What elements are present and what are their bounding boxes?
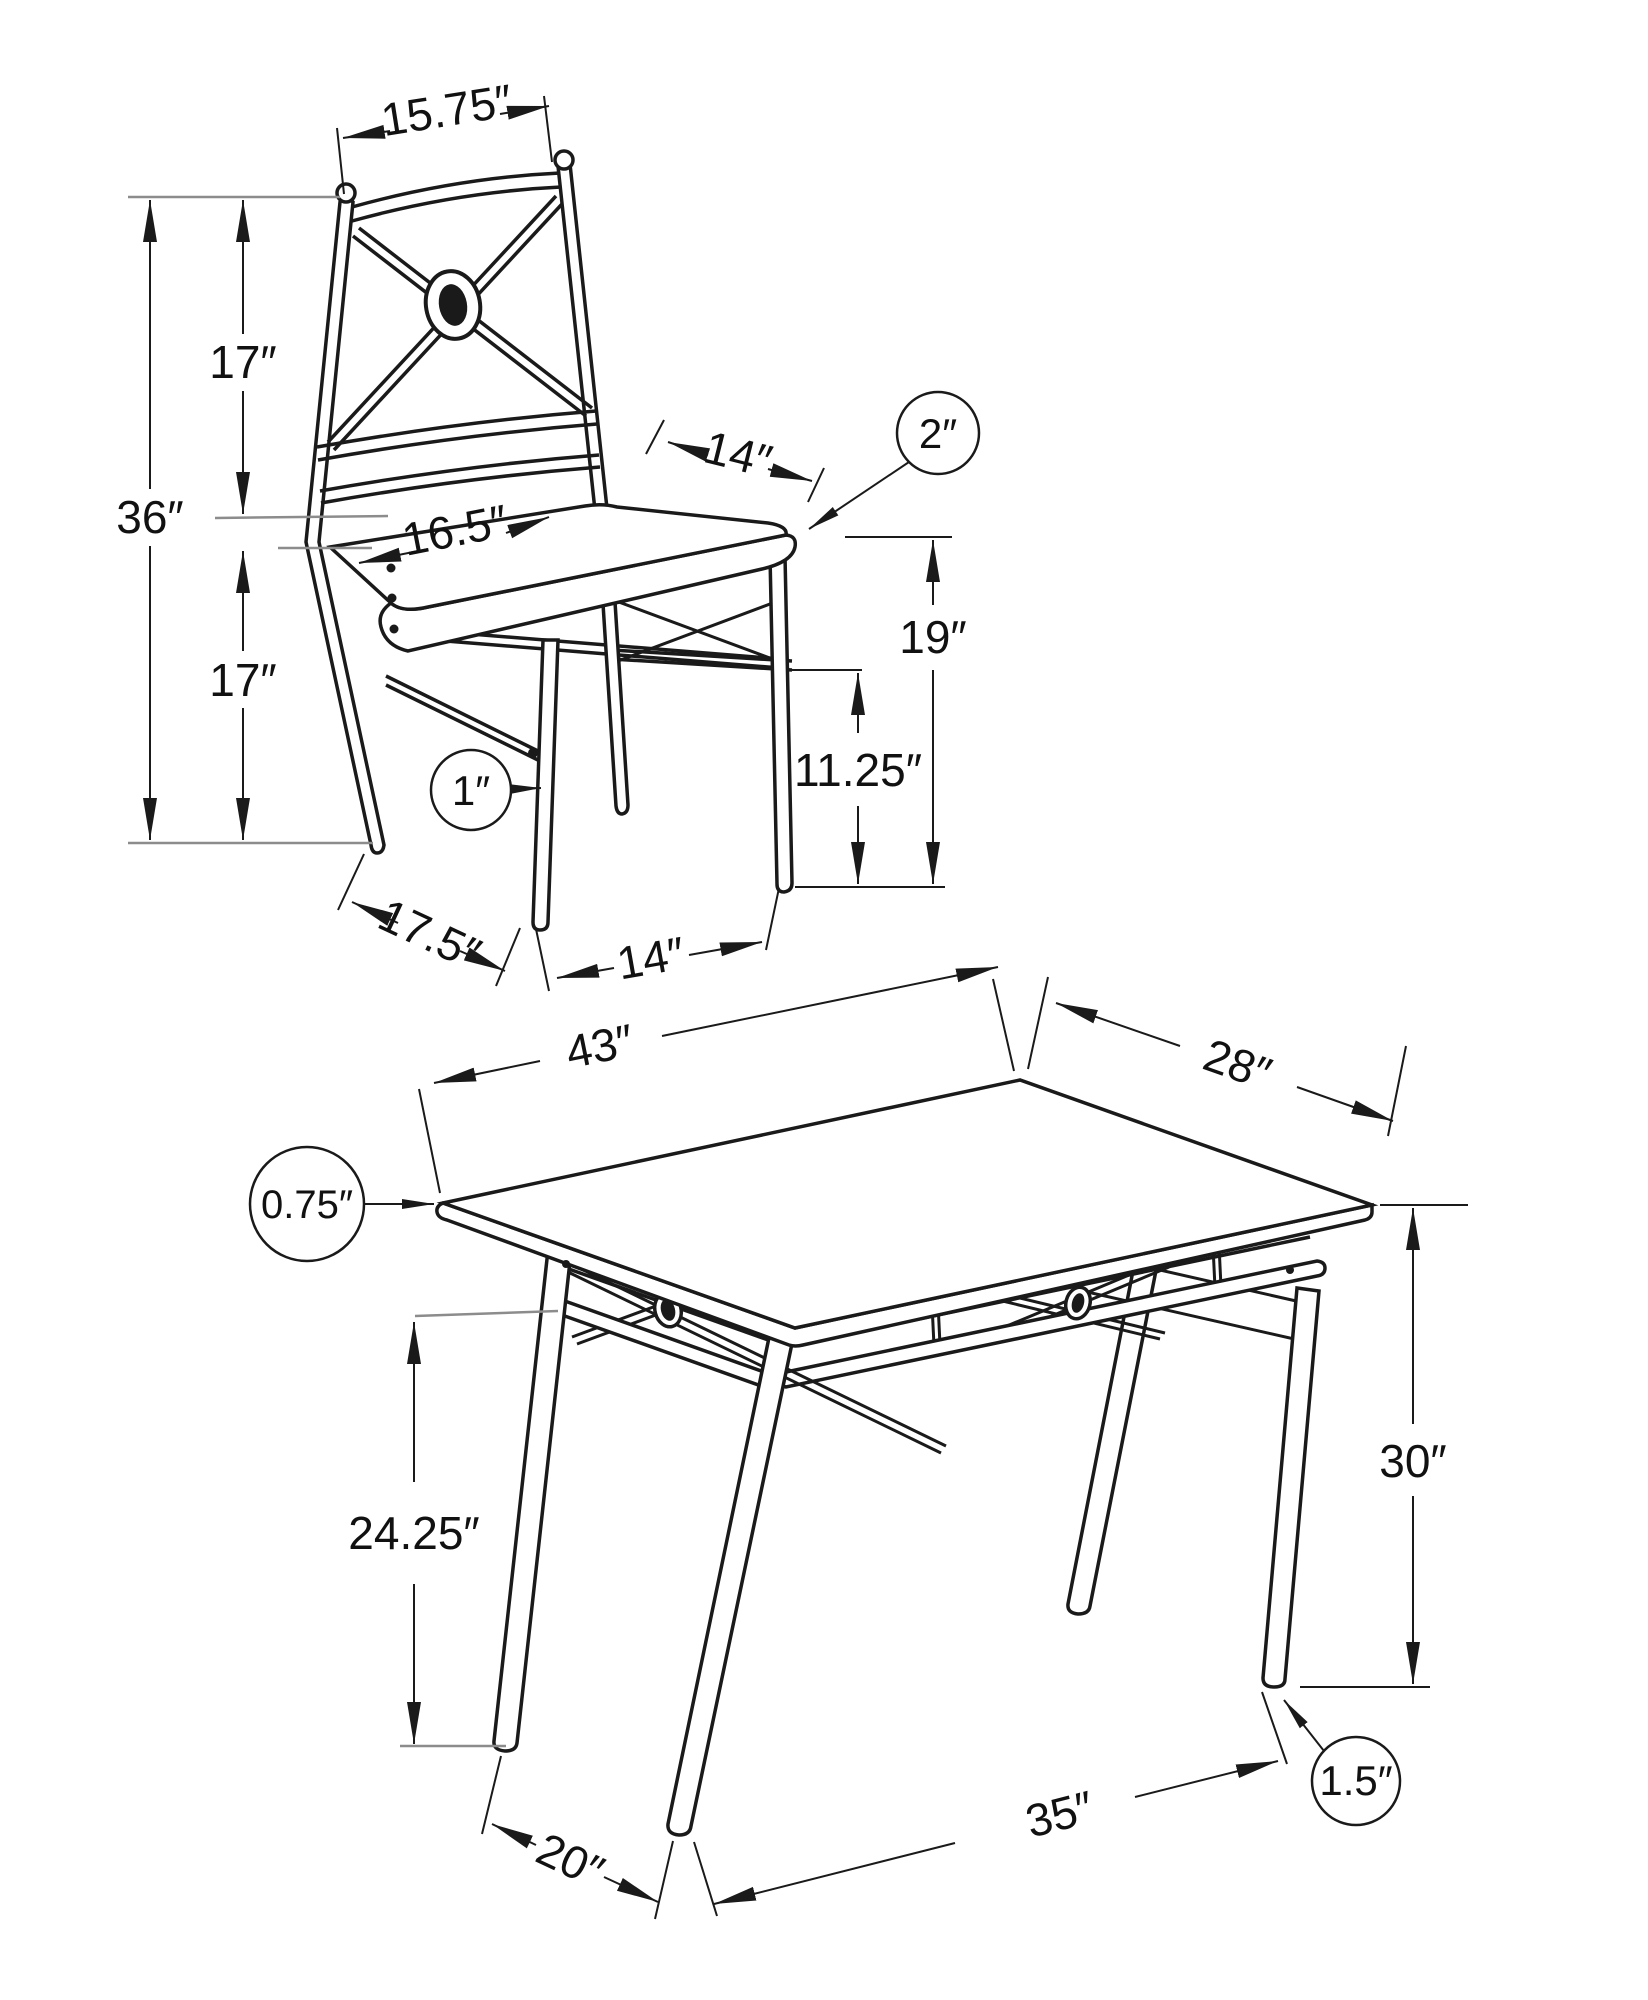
table-top-edge [435,1201,1374,1348]
chair-leg-callout-circle [429,748,513,832]
chair-front-right-leg [768,554,794,894]
chair-screws [386,563,538,758]
chair-medallion [438,284,468,326]
table-medallion-left [660,1299,676,1321]
chair-cushion-callout-circle [895,390,981,476]
chair-top-rail [351,171,561,209]
table-top-thickness-label: 0.75″ [261,1183,353,1227]
chair-stretcher-height-label: 11.25″ [794,744,922,796]
table-dimensions [365,966,1420,1920]
table-leg-inset-label: 20″ [529,1822,612,1898]
table-ref-lines [400,1309,559,1748]
chair-cushion-thickness-label: 2″ [919,410,957,457]
chair-back-height-label: 17″ [209,336,276,388]
chair-finial-right [553,149,575,171]
table-leg-diameter-label: 1.5″ [1319,1757,1392,1804]
chair-seat-side-depth-label: 14″ [699,421,777,488]
table-floor-to-stretcher-label: 24.25″ [348,1507,479,1559]
table-top-thickness-callout-circle [248,1145,366,1263]
chair-drawing [304,149,798,932]
table-ref-lines-black [1300,1204,1468,1688]
chair-seat-height-label: 19″ [899,611,966,663]
chair-ref-lines [128,195,389,845]
table-height-label: 30″ [1379,1435,1446,1487]
chair-seat-top [326,502,788,611]
chair-leg-diameter-label: 1″ [452,767,490,814]
chair-base-depth-label: 17.5″ [371,888,489,980]
chair-ref-lines-black [790,536,952,888]
chair-seat [326,502,798,653]
chair-back-slat [316,409,597,449]
chair-finial-left [335,182,357,204]
table-top [435,1078,1379,1348]
table-top-surface [436,1078,1379,1330]
chair-back [316,171,601,505]
chair-seat-to-floor-label: 17″ [209,654,276,706]
chair-dimensions [143,95,940,992]
table-drawing [435,1078,1379,1837]
table-leg-callout-circle [1310,1735,1402,1827]
table-left-leg [492,1248,573,1753]
chair-back-width-label: 15.75″ [378,74,516,146]
table-right-leg [1261,1286,1321,1689]
chair-front-leg-span-label: 14″ [613,927,688,990]
table-medallion-right [1071,1293,1085,1313]
table-front-leg [666,1325,797,1837]
table-leg-span-label: 35″ [1020,1781,1098,1848]
table-screws [562,1260,1294,1274]
chair-total-height-label: 36″ [116,491,183,543]
chair-rear-left-post-leg [304,197,386,855]
chair-rear-right-post-leg [556,159,630,816]
chair-front-left-leg [531,638,560,932]
table-top-depth-label: 28″ [1197,1028,1278,1099]
table-top-length-label: 43″ [561,1014,637,1078]
